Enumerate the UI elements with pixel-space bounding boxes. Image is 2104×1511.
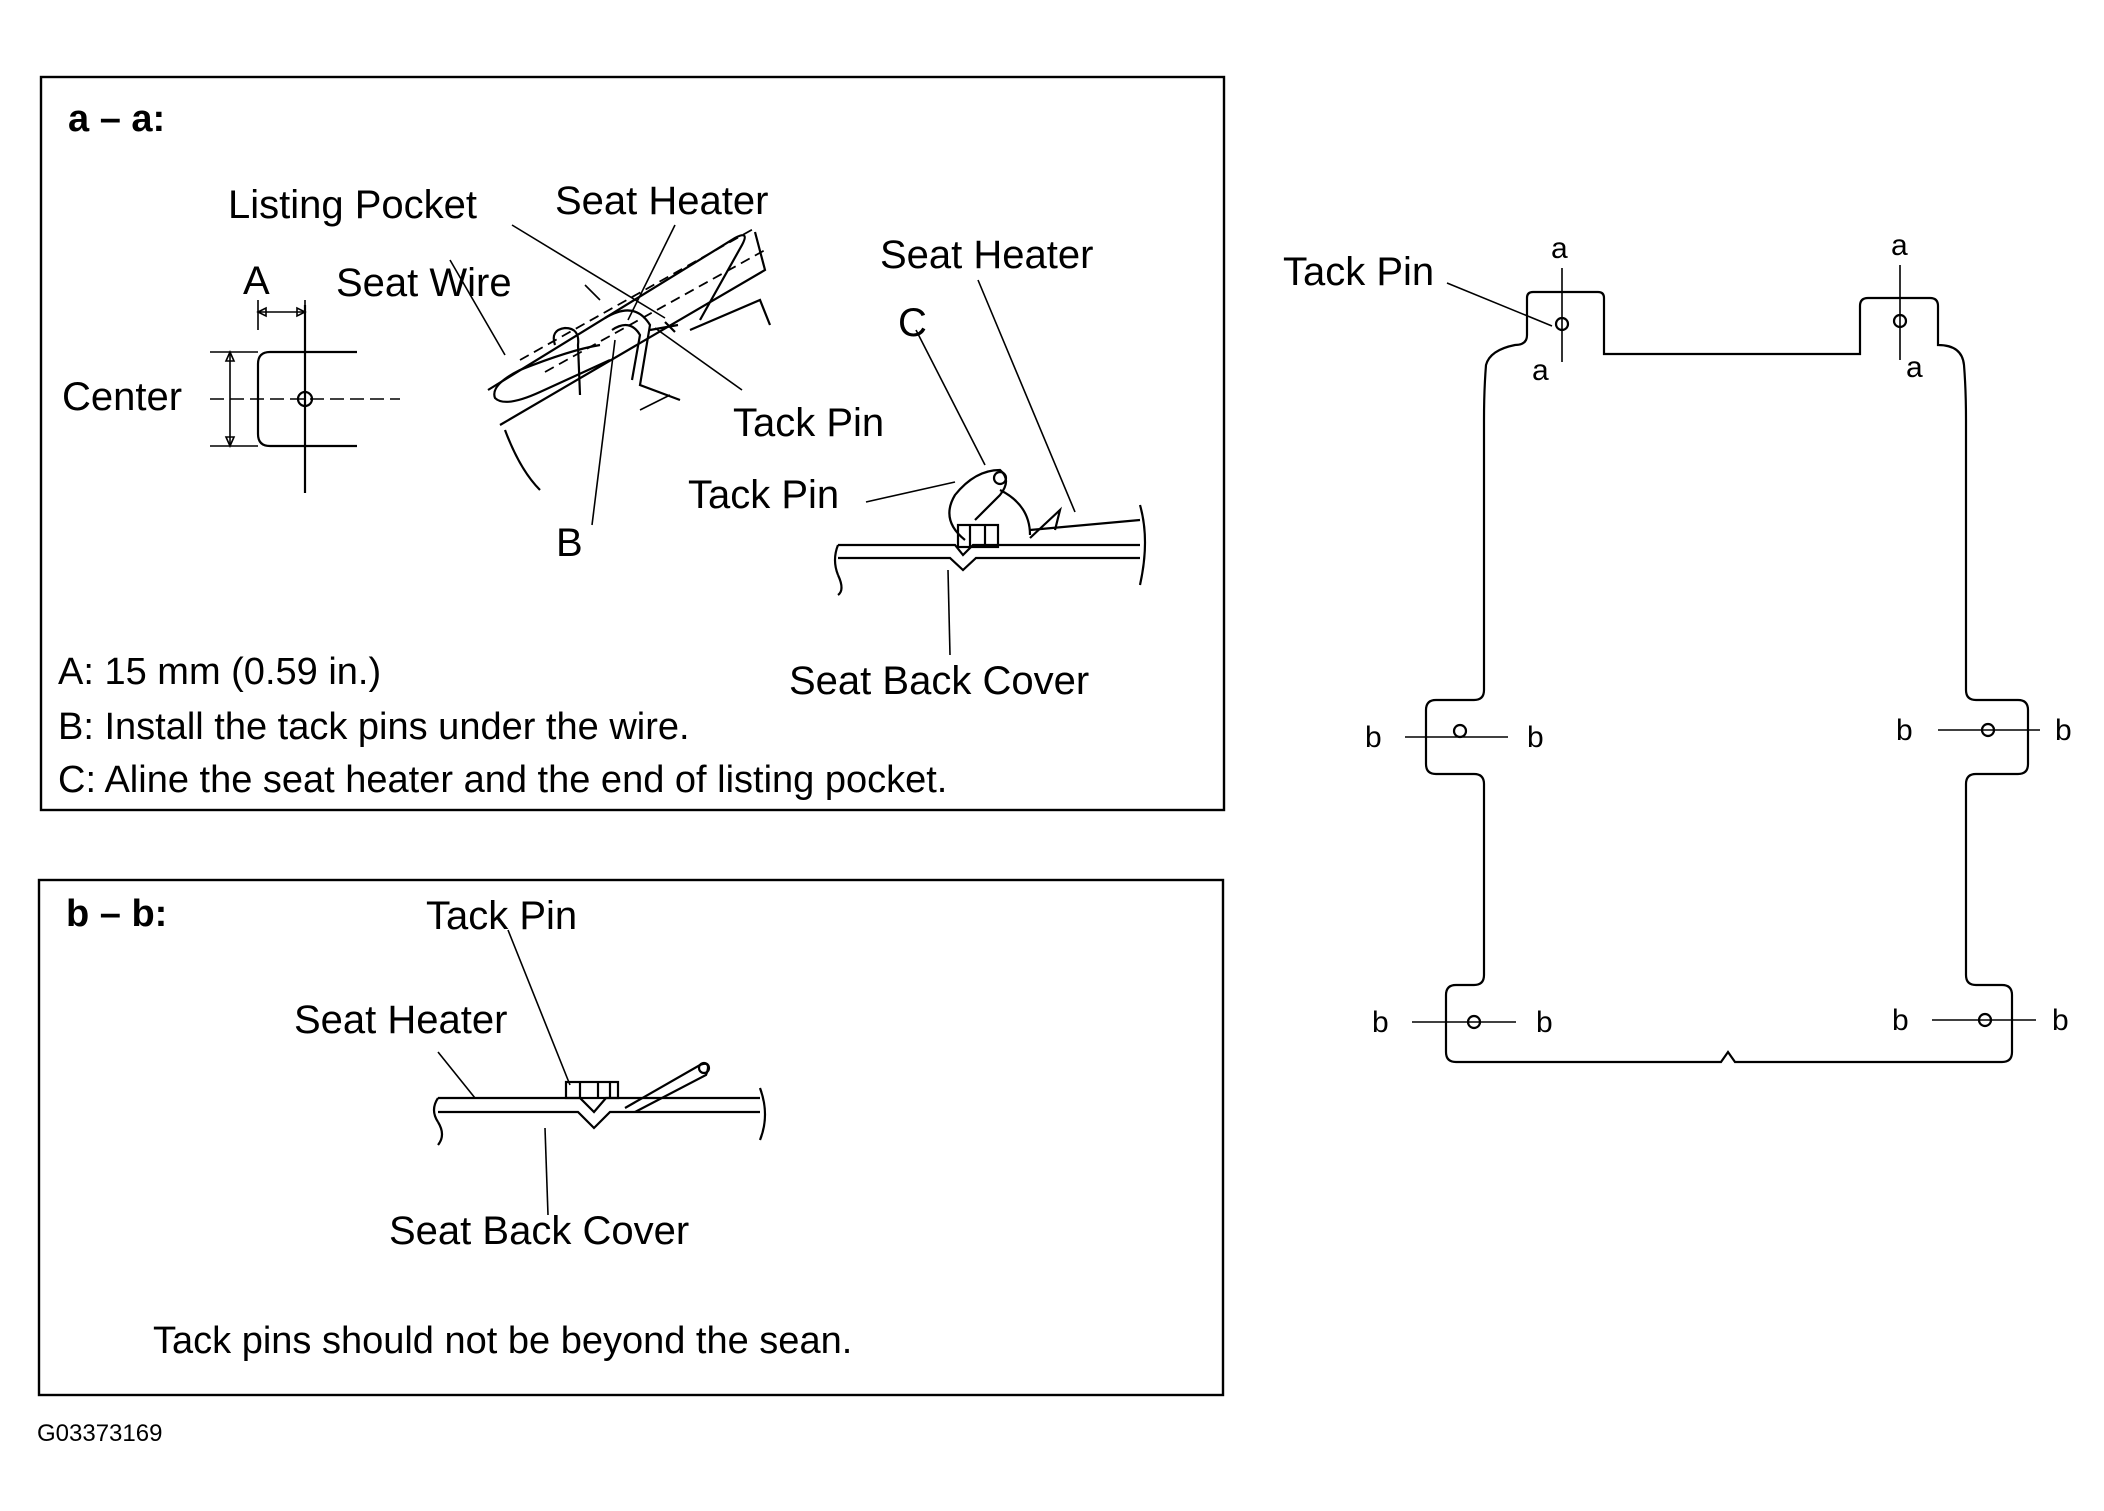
center-hole-icon bbox=[296, 390, 314, 408]
panel-b-cross-section bbox=[432, 929, 767, 1216]
letter-b-label: B bbox=[556, 521, 583, 565]
tack-pin-a-left-icon bbox=[1554, 316, 1570, 332]
section-a-bottom-right: a bbox=[1906, 351, 1923, 384]
center-label: Center bbox=[62, 375, 182, 419]
tack-pin-label-2: Tack Pin bbox=[688, 473, 839, 517]
seat-heater-outline: Tack Pin a a a a b b b b b b b b bbox=[1283, 229, 2072, 1064]
section-b-mid-left-inner: b bbox=[1527, 721, 1544, 754]
seat-heater-top-label: Seat Heater bbox=[555, 179, 768, 223]
tack-pin-b-mid-left-icon bbox=[1452, 723, 1468, 739]
section-a-bottom-left: a bbox=[1532, 354, 1549, 387]
tack-pin-head-icon-b bbox=[564, 1080, 620, 1100]
seat-wire-loop bbox=[493, 343, 611, 403]
letter-a-label: A bbox=[243, 259, 270, 303]
panel-b-frame bbox=[37, 878, 1225, 1397]
tack-pin-b-low-right-icon bbox=[1977, 1012, 1993, 1028]
figure-code: G03373169 bbox=[37, 1420, 162, 1447]
section-a-top-left: a bbox=[1551, 232, 1568, 265]
tack-pin-label-1: Tack Pin bbox=[733, 401, 884, 445]
note-a: A: 15 mm (0.59 in.) bbox=[58, 651, 381, 693]
section-b-mid-left-outer: b bbox=[1365, 721, 1382, 754]
section-b-mid-right-inner: b bbox=[1896, 714, 1913, 747]
listing-pocket-detail bbox=[449, 224, 772, 526]
panel-b-tack-pin-label: Tack Pin bbox=[426, 894, 577, 938]
listing-pocket-label: Listing Pocket bbox=[228, 183, 477, 227]
tack-pin-b-low-left-icon bbox=[1466, 1014, 1482, 1030]
note-b: B: Install the tack pins under the wire. bbox=[58, 706, 690, 748]
section-b-low-right-outer: b bbox=[2052, 1004, 2069, 1037]
seat-heater-right-label: Seat Heater bbox=[880, 233, 1093, 277]
note-c: C: Aline the seat heater and the end of … bbox=[58, 759, 947, 801]
panel-b-b: b – b: Tack Pin Seat Heater Seat Back Co… bbox=[37, 878, 1225, 1397]
panel-b-note: Tack pins should not be beyond the sean. bbox=[153, 1320, 852, 1362]
seat-wire-label: Seat Wire bbox=[336, 261, 512, 305]
letter-c-label: C bbox=[898, 301, 927, 345]
panel-b-seat-heater-label: Seat Heater bbox=[294, 998, 507, 1042]
section-b-mid-right-outer: b bbox=[2055, 714, 2072, 747]
section-b-low-left-outer: b bbox=[1372, 1006, 1389, 1039]
tack-pin-cross-section bbox=[833, 279, 1147, 656]
tack-pin-head-icon bbox=[956, 523, 1000, 549]
panel-b-seat-back-cover-label: Seat Back Cover bbox=[389, 1209, 689, 1253]
panel-a-frame bbox=[39, 75, 1226, 812]
panel-a-a: a – a: bbox=[39, 75, 1226, 812]
tack-pin-a-right-icon bbox=[1892, 313, 1908, 329]
seat-back-cover-label: Seat Back Cover bbox=[789, 659, 1089, 703]
outline-tack-pin-label: Tack Pin bbox=[1283, 250, 1434, 294]
panel-b-heading: b – b: bbox=[66, 893, 167, 935]
heater-outline-shape bbox=[1424, 290, 2030, 1064]
section-b-low-right-inner: b bbox=[1892, 1004, 1909, 1037]
section-b-low-left-inner: b bbox=[1536, 1006, 1553, 1039]
panel-a-heading: a – a: bbox=[68, 98, 165, 140]
section-a-top-right: a bbox=[1891, 229, 1908, 262]
center-detail bbox=[210, 300, 400, 493]
tack-pin-b-mid-right-icon bbox=[1980, 722, 1996, 738]
tack-pin-icon bbox=[649, 321, 679, 333]
